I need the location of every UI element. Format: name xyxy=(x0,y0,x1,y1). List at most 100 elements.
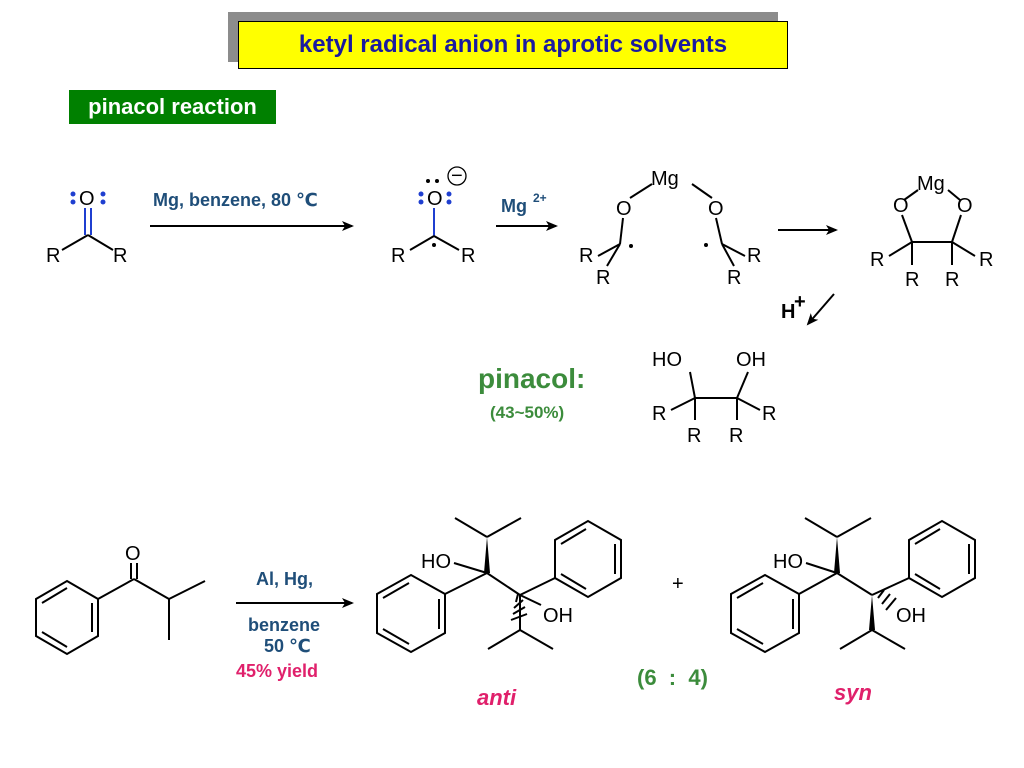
bis-ketyl-mg-complex-structure: Mg O O R R R R xyxy=(579,168,761,289)
atom-r: R xyxy=(727,267,741,289)
bond xyxy=(836,572,873,596)
bond xyxy=(454,517,488,538)
bond xyxy=(486,517,522,538)
bond xyxy=(721,243,735,267)
negative-charge-sign: − xyxy=(451,165,463,187)
pinacol-structure: HO OH R R R R xyxy=(652,349,776,447)
anti-diol-structure: HO OH xyxy=(376,517,622,654)
atom-r: R xyxy=(46,245,60,267)
section-tag-text: pinacol reaction xyxy=(88,94,257,119)
bond xyxy=(486,572,521,596)
atom-r: R xyxy=(391,245,405,267)
atom-r: R xyxy=(687,425,701,447)
radical-dot xyxy=(629,244,633,248)
bond xyxy=(721,243,746,257)
bond xyxy=(951,241,976,257)
hash-bond xyxy=(513,599,524,609)
mg-dioxolane-structure: Mg O O R R R R xyxy=(870,173,993,291)
product-yield: (43~50%) xyxy=(490,403,564,422)
lone-pair-dot xyxy=(100,199,106,205)
hash-bond xyxy=(515,593,519,603)
isobutyrophenone-structure: O xyxy=(35,543,206,656)
ketyl-radical-anion-structure: O − R R xyxy=(391,165,475,267)
bond xyxy=(168,580,206,600)
atom-ho: HO xyxy=(773,551,803,573)
lone-pair-dot xyxy=(70,199,76,205)
radical-dot xyxy=(426,179,430,183)
atom-oh: OH xyxy=(736,349,766,371)
atom-r: R xyxy=(461,245,475,267)
atom-ho: HO xyxy=(421,551,451,573)
aromatic-bond xyxy=(382,628,410,645)
atom-r: R xyxy=(729,425,743,447)
bond xyxy=(519,629,554,650)
negative-charge-circle xyxy=(447,166,467,186)
aromatic-bond xyxy=(41,631,68,648)
atom-r: R xyxy=(652,403,666,425)
bond xyxy=(606,243,621,267)
aromatic-bond xyxy=(560,528,587,545)
bond xyxy=(947,189,961,201)
benzene-ring xyxy=(908,519,976,599)
aromatic-bond xyxy=(560,573,587,590)
atom-o: O xyxy=(616,198,632,220)
lone-pair-dot xyxy=(100,191,106,197)
bond xyxy=(61,234,89,251)
atom-o: O xyxy=(957,195,973,217)
atom-r: R xyxy=(979,249,993,271)
bond xyxy=(871,577,910,596)
atom-o: O xyxy=(708,198,724,220)
product-name: pinacol: xyxy=(478,363,585,394)
atom-o: O xyxy=(125,543,141,565)
hash-bond xyxy=(881,593,891,605)
anti-label: anti xyxy=(477,685,517,710)
wedge-bond xyxy=(869,595,875,630)
bond xyxy=(901,214,913,243)
slide-title-text: ketyl radical anion in aprotic solvents xyxy=(298,31,728,58)
step2-charge: 2+ xyxy=(533,191,547,205)
atom-r: R xyxy=(579,245,593,267)
hash-bond xyxy=(877,589,885,599)
bond xyxy=(87,234,114,251)
atom-r: R xyxy=(870,249,884,271)
radical-dot xyxy=(435,179,439,183)
syn-diol-structure: HO OH xyxy=(730,517,976,654)
atom-o: O xyxy=(79,188,95,210)
aromatic-bond xyxy=(914,573,941,590)
bond xyxy=(715,217,723,245)
wedge-bond xyxy=(484,537,490,573)
lone-pair-dot xyxy=(70,191,76,197)
bond xyxy=(519,577,556,596)
atom-o: O xyxy=(427,188,443,210)
aromatic-bond xyxy=(382,582,410,599)
benzene-ring xyxy=(554,519,622,599)
aromatic-bond xyxy=(914,528,941,545)
lone-pair-dot xyxy=(446,199,452,205)
section-tag: pinacol reaction xyxy=(69,90,276,124)
lone-pair-dot xyxy=(418,199,424,205)
bond xyxy=(805,562,838,574)
atom-r: R xyxy=(945,269,959,291)
bond xyxy=(444,572,488,595)
atom-ho: HO xyxy=(652,349,682,371)
radical-dot xyxy=(432,243,436,247)
bond xyxy=(951,214,962,243)
ketone-structure: O R R xyxy=(46,188,127,267)
bond xyxy=(798,572,838,595)
step2-reagent: Mg xyxy=(501,196,527,216)
bond xyxy=(670,397,696,411)
step4-reagent: H xyxy=(781,301,795,323)
atom-r: R xyxy=(596,267,610,289)
atom-r: R xyxy=(905,269,919,291)
aromatic-bond xyxy=(736,628,764,645)
atom-r: R xyxy=(762,403,776,425)
benzene-ring xyxy=(376,573,446,654)
scheme2-conditions-line1: Al, Hg, xyxy=(256,569,313,589)
benzene-ring xyxy=(35,579,99,656)
atom-oh: OH xyxy=(543,605,573,627)
bond xyxy=(691,183,713,199)
bond xyxy=(619,217,624,245)
bond xyxy=(888,241,913,257)
step1-conditions: Mg, benzene, 80 ℃ xyxy=(153,190,318,210)
